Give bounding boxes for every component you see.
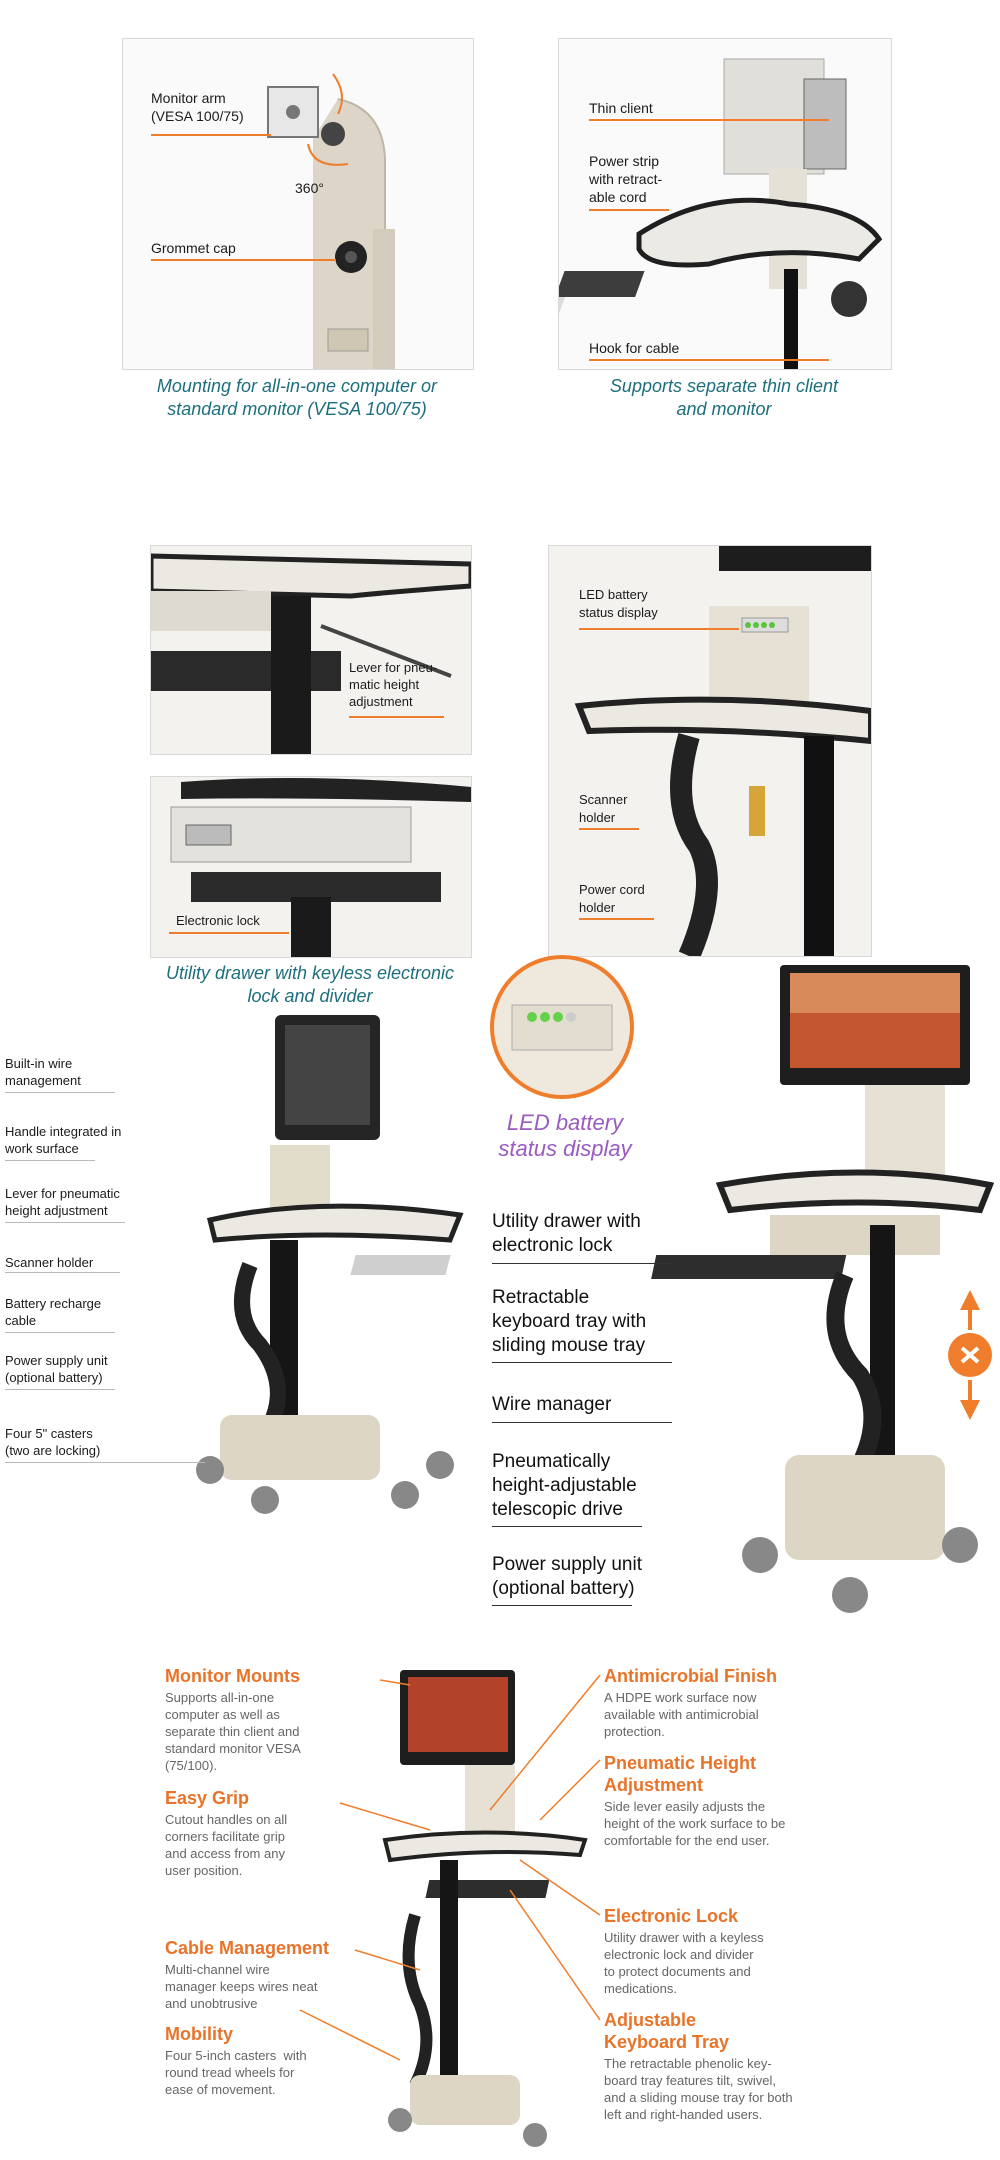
cart-left-illustration <box>196 1015 464 1514</box>
led-label: LED battery status display <box>579 587 658 620</box>
psu-right-label: Power supply unit (optional battery) <box>492 1554 642 1599</box>
grommet-label: Grommet cap <box>151 240 236 256</box>
scanner-left-leader <box>5 1272 120 1273</box>
lever-label: Lever for pneu- matic height adjustment <box>349 660 438 709</box>
feature-leader-lines <box>299 1674 601 2061</box>
feature-title-monitor-mounts: Monitor Mounts <box>165 1666 300 1686</box>
cart-right-illustration <box>651 965 995 1613</box>
feature-body-antimicrobial: A HDPE work surface now available with a… <box>604 1690 759 1739</box>
casters-label: Four 5" casters (two are locking) <box>5 1426 101 1458</box>
monitor-arm-label: Monitor arm (VESA 100/75) <box>151 90 244 124</box>
led-leader <box>579 628 739 630</box>
lever-left-label: Lever for pneumatic height adjustment <box>5 1186 120 1218</box>
led-illustration <box>574 546 871 956</box>
feature-body-electronic-lock: Utility drawer with a keyless electronic… <box>604 1930 764 1996</box>
height-adjust-icon <box>948 1290 992 1420</box>
feature-title-keyboard-tray: Adjustable Keyboard Tray <box>604 2010 730 2052</box>
psu-left-leader <box>5 1389 115 1390</box>
hook-leader <box>589 359 829 361</box>
lever-left-leader <box>5 1222 125 1223</box>
handle-leader <box>5 1160 95 1161</box>
scanner-label: Scanner holder <box>579 792 628 825</box>
feature-body-cable-management: Multi-channel wire manager keeps wires n… <box>165 1962 318 2011</box>
wire-mgmt-leader <box>5 1092 115 1093</box>
thin-client-photo: Thin client Power strip with retract- ab… <box>558 38 892 370</box>
lock-label: Electronic lock <box>176 913 260 928</box>
casters-leader <box>5 1462 205 1463</box>
drawer-leader <box>492 1263 672 1264</box>
handle-label: Handle integrated in work surface <box>5 1124 122 1156</box>
feature-body-mobility: Four 5-inch casters with round tread whe… <box>165 2048 307 2097</box>
lever-photo: Lever for pneu- matic height adjustment <box>150 545 472 755</box>
lever-leader <box>349 716 444 718</box>
thin-client-leader <box>589 119 829 121</box>
telescopic-leader <box>492 1526 642 1527</box>
telescopic-label: Pneumatically height-adjustable telescop… <box>492 1451 637 1520</box>
led-zoom-caption: LED battery status display <box>498 1110 632 1161</box>
feature-title-cable-management: Cable Management <box>165 1938 330 1958</box>
feature-body-easy-grip: Cutout handles on all corners facilitate… <box>165 1812 288 1878</box>
power-strip-leader <box>589 209 669 211</box>
scanner-left-label: Scanner holder <box>5 1255 94 1270</box>
recharge-label: Battery recharge cable <box>5 1296 102 1328</box>
led-photo: LED battery status display Scanner holde… <box>548 545 872 957</box>
lock-leader <box>169 932 289 934</box>
lock-caption: Utility drawer with keyless electronic l… <box>165 963 455 1006</box>
cord-leader <box>579 918 654 920</box>
degrees-label: 360° <box>295 180 324 196</box>
feature-body-keyboard-tray: The retractable phenolic key- board tray… <box>604 2056 793 2122</box>
grommet-leader <box>151 259 336 261</box>
feature-title-easy-grip: Easy Grip <box>165 1788 250 1808</box>
feature-title-electronic-lock: Electronic Lock <box>604 1906 739 1926</box>
cord-label: Power cord holder <box>579 882 645 915</box>
monitor-arm-illustration <box>267 73 395 369</box>
power-strip-label: Power strip with retract- able cord <box>589 153 663 205</box>
monitor-arm-caption: Mounting for all-in-one computer or stan… <box>156 376 438 419</box>
feature-title-antimicrobial: Antimicrobial Finish <box>604 1666 778 1686</box>
hook-label: Hook for cable <box>589 340 680 356</box>
feature-title-pneumatic: Pneumatic Height Adjustment <box>604 1753 757 1795</box>
psu-right-leader <box>492 1605 632 1606</box>
drawer-label: Utility drawer with electronic lock <box>492 1211 641 1256</box>
wire-mgmt-label: Built-in wire management <box>5 1056 81 1088</box>
keyboard-label: Retractable keyboard tray with sliding m… <box>492 1287 647 1356</box>
thin-client-illustration <box>559 58 883 369</box>
thin-client-caption: Supports separate thin client and monito… <box>609 376 839 419</box>
keyboard-leader <box>492 1362 672 1363</box>
lever-illustration <box>151 553 471 754</box>
recharge-leader <box>5 1332 115 1333</box>
psu-left-label: Power supply unit (optional battery) <box>5 1353 108 1385</box>
feature-body-pneumatic: Side lever easily adjusts the height of … <box>604 1799 786 1848</box>
monitor-arm-photo: Monitor arm (VESA 100/75) 360° Grommet c… <box>122 38 474 370</box>
feature-body-monitor-mounts: Supports all-in-one computer as well as … <box>165 1690 301 1773</box>
scanner-leader <box>579 828 639 830</box>
thin-client-label: Thin client <box>589 100 653 116</box>
monitor-arm-leader <box>151 134 271 136</box>
lock-photo: Electronic lock <box>150 776 472 958</box>
wire-manager-leader <box>492 1422 672 1423</box>
feature-title-mobility: Mobility <box>165 2024 233 2044</box>
wire-manager-label: Wire manager <box>492 1394 612 1415</box>
led-zoom-circle <box>490 955 634 1099</box>
lock-illustration <box>170 778 471 957</box>
